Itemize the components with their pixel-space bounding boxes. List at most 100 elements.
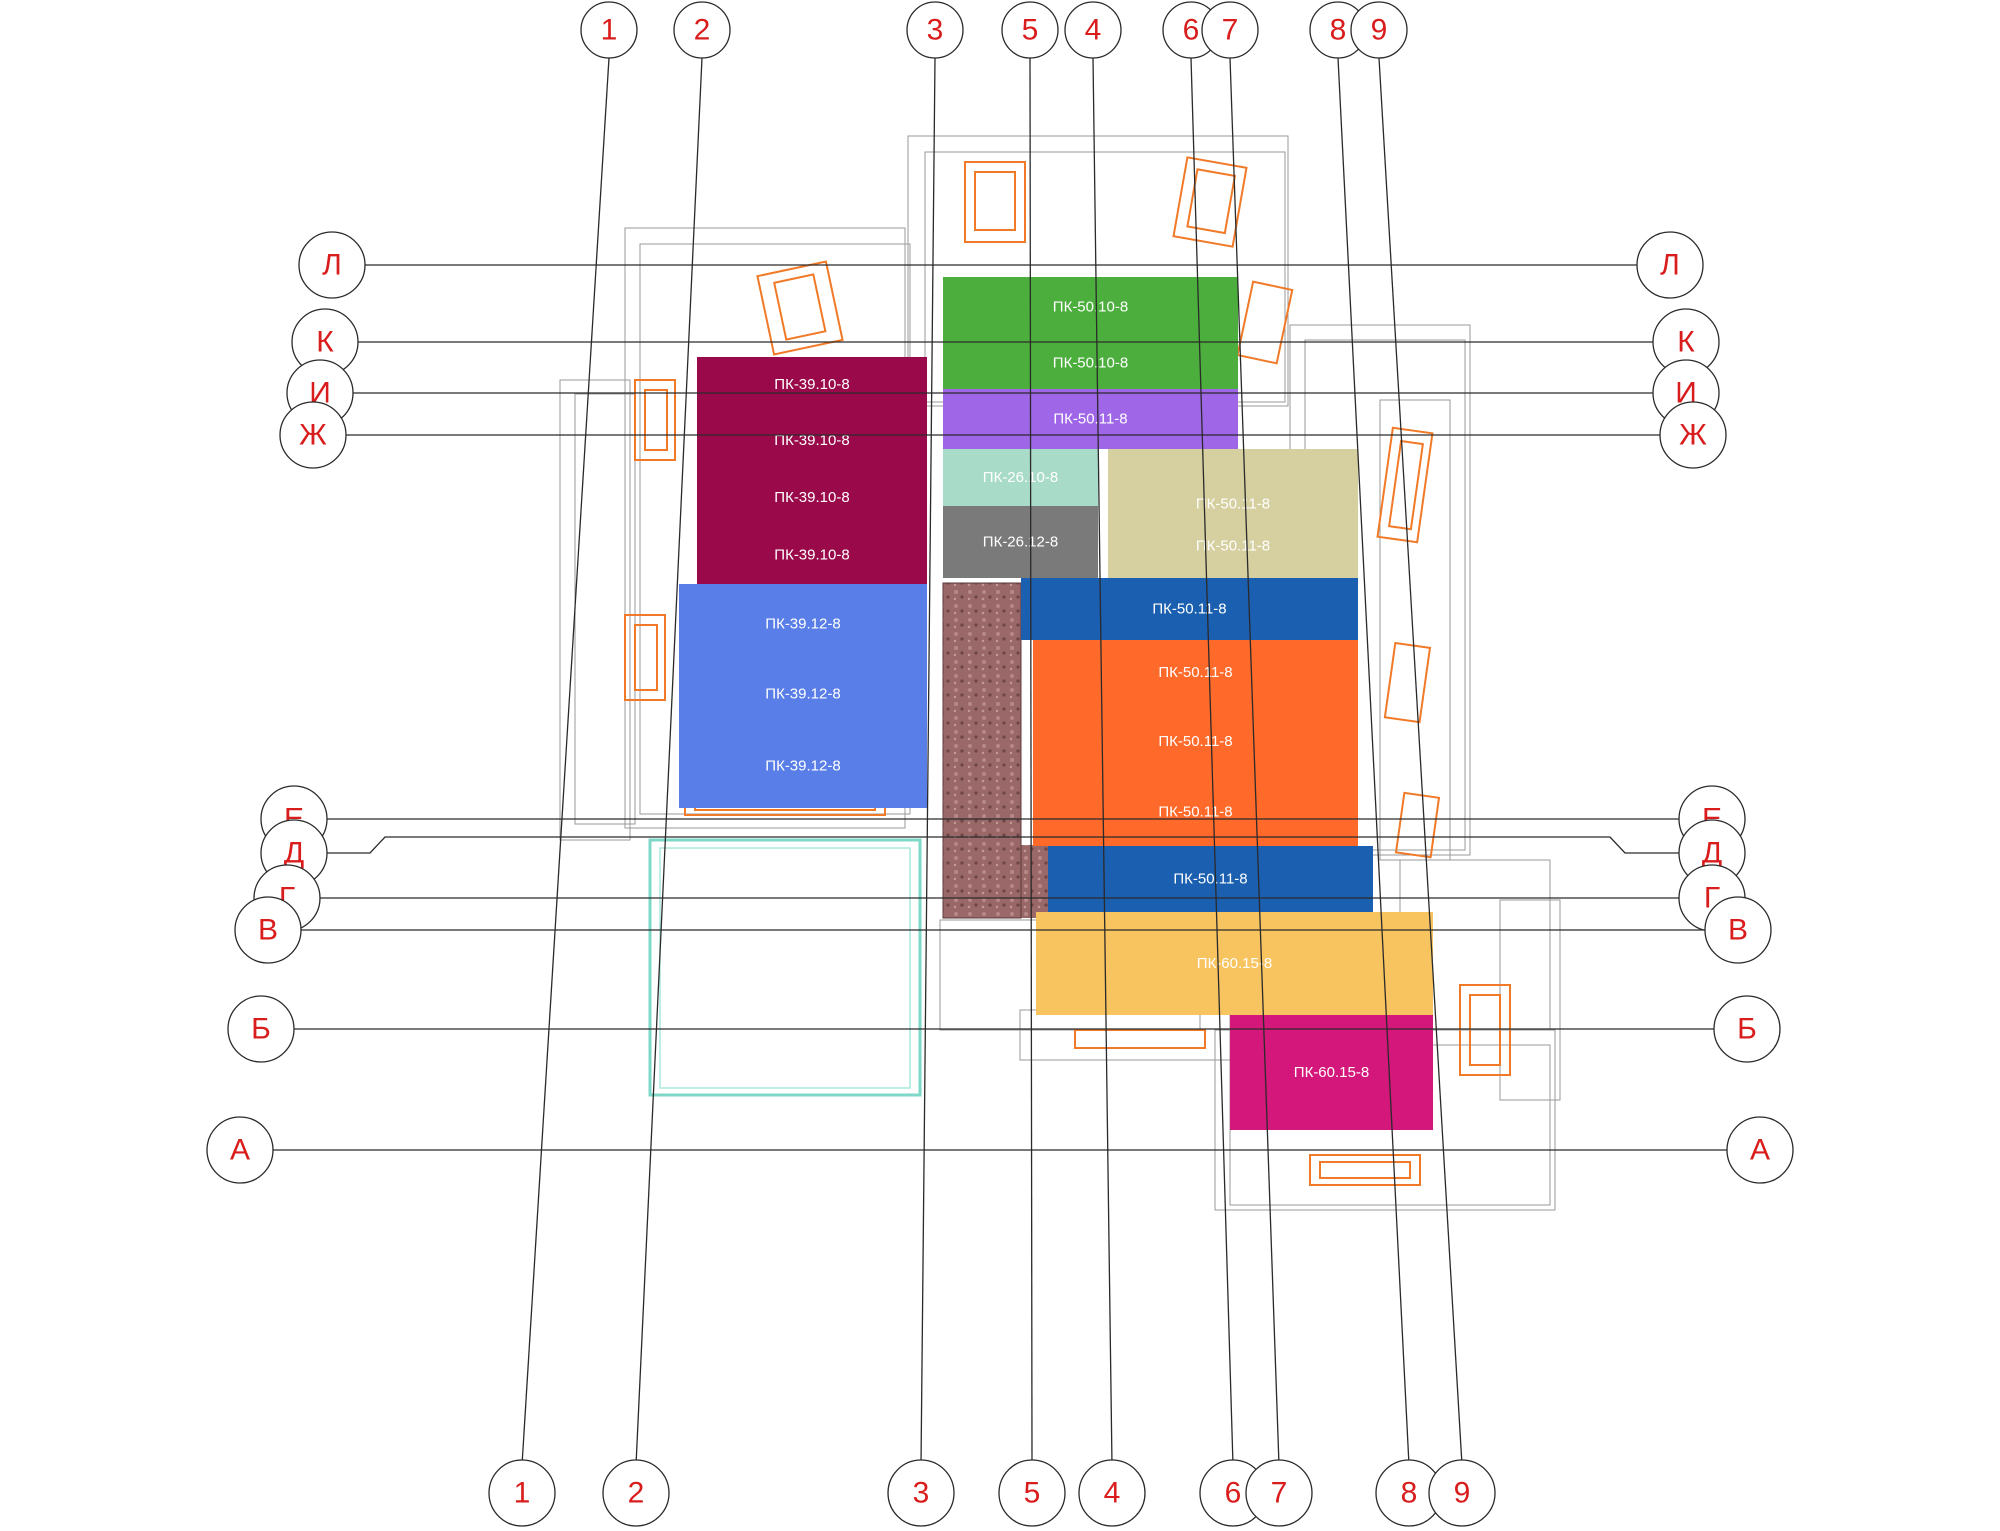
slab-label: ПК-39.10-8 [774,489,849,506]
axis-bubble [1428,1459,1496,1527]
axis-bubble [279,401,347,469]
axis-line [1337,57,1410,1466]
slab-fill [697,357,927,412]
axis-label: Л [322,249,342,282]
slab-panel: ПК-39.12-8 [679,584,927,664]
axis-label: 7 [1222,14,1239,47]
axis-label: 5 [1022,14,1039,47]
slab-panel: ПК-50.11-8 [1033,640,1358,705]
slab-fill [1021,578,1358,640]
axis-line [1229,57,1280,1466]
slab-label: ПК-50.11-8 [1158,733,1232,750]
axis-label: Д [1702,837,1722,870]
slab-label: ПК-60.15-8 [1294,1064,1369,1081]
axis-bubble [227,995,295,1063]
axis-bubble [488,1459,556,1527]
slab-fill [943,506,1098,578]
axis-bubble [1726,1116,1794,1184]
axis-bubble [234,896,302,964]
axis-label: 6 [1183,14,1200,47]
slab-fill [679,584,927,664]
slab-label: ПК-39.10-8 [774,376,849,393]
slab-panel: ПК-39.10-8 [697,526,927,584]
axis-label: 8 [1401,1477,1418,1510]
slab-panel: ПК-50.11-8 [1021,578,1358,640]
axis-label: 9 [1454,1477,1471,1510]
axis-label: 7 [1271,1477,1288,1510]
axis-label: А [230,1134,250,1167]
staircase [942,582,1058,919]
slab-label: ПК-39.12-8 [765,616,840,633]
axis-bubble [1064,1,1122,59]
axis-bubble [1078,1459,1146,1527]
axis-bubble [887,1459,955,1527]
axis-label: 3 [913,1477,930,1510]
axis-line [1378,57,1463,1466]
slab-label: ПК-50.10-8 [1053,355,1128,372]
slab-fill [1033,778,1358,846]
axis-numbered: 66 [1162,1,1267,1527]
slab-label: ПК-50.11-8 [1196,496,1270,513]
axis-label: И [309,377,331,410]
terrace-outline [648,838,922,1097]
slab-panel: ПК-39.10-8 [697,357,927,412]
slab-panel: ПК-50.11-8 [1108,511,1358,581]
slab-panel: ПК-26.10-8 [943,449,1098,506]
slab-panel: ПК-39.12-8 [679,664,927,724]
slab-label: ПК-50.11-8 [1196,538,1270,555]
axis-bubble [1245,1459,1313,1527]
axis-line [521,57,610,1466]
axis-label: Б [251,1013,271,1046]
axis-line [327,836,1679,854]
slab-label: ПК-39.10-8 [774,547,849,564]
slab-panel: ПК-50.11-8 [1048,846,1373,912]
axis-numbered: 11 [488,1,638,1527]
axis-line [1029,57,1033,1466]
slab-label: ПК-50.11-8 [1173,871,1247,888]
slab-layer: ПК-50.10-8ПК-50.10-8ПК-50.11-8ПК-39.10-8… [679,277,1433,1130]
axis-label: Л [1660,249,1680,282]
axis-label: 4 [1085,14,1102,47]
slab-fill [1048,846,1373,912]
axis-label: 3 [927,14,944,47]
slab-panel: ПК-26.12-8 [943,506,1098,578]
axis-label: 2 [694,14,711,47]
axis-label: 9 [1371,14,1388,47]
axis-bubble [1636,231,1704,299]
axis-bubble [206,1116,274,1184]
axis-bubble [298,231,366,299]
slab-panel: ПК-39.10-8 [697,469,927,526]
slab-panel: ПК-50.10-8 [943,337,1238,389]
slab-fill [943,337,1238,389]
axis-bubble [1001,1,1059,59]
slab-fill [1033,640,1358,705]
slab-label: ПК-39.12-8 [765,686,840,703]
axis-bubble [580,1,638,59]
wireframe-walls [559,135,1561,1211]
axis-label: Б [1737,1013,1757,1046]
axis-numbered: 33 [887,1,964,1527]
slab-panel: ПК-39.10-8 [697,412,927,469]
slab-fill [1108,511,1358,581]
axis-label: К [316,326,334,359]
axis-bubble [1713,995,1781,1063]
axis-numbered: 44 [1064,1,1146,1527]
axis-bubble [1201,1,1259,59]
slab-panel: ПК-50.10-8 [943,277,1238,337]
axis-line [1092,57,1113,1466]
axis-label: В [258,914,278,947]
slab-panel: ПК-60.15-8 [1036,912,1433,1015]
slab-label: ПК-50.10-8 [1053,299,1128,316]
slab-panel: ПК-50.11-8 [1033,705,1358,778]
slab-fill [679,724,927,808]
axis-bubble [602,1459,670,1527]
slab-fill [679,664,927,724]
slab-fill [943,449,1098,506]
axis-line [635,57,703,1466]
